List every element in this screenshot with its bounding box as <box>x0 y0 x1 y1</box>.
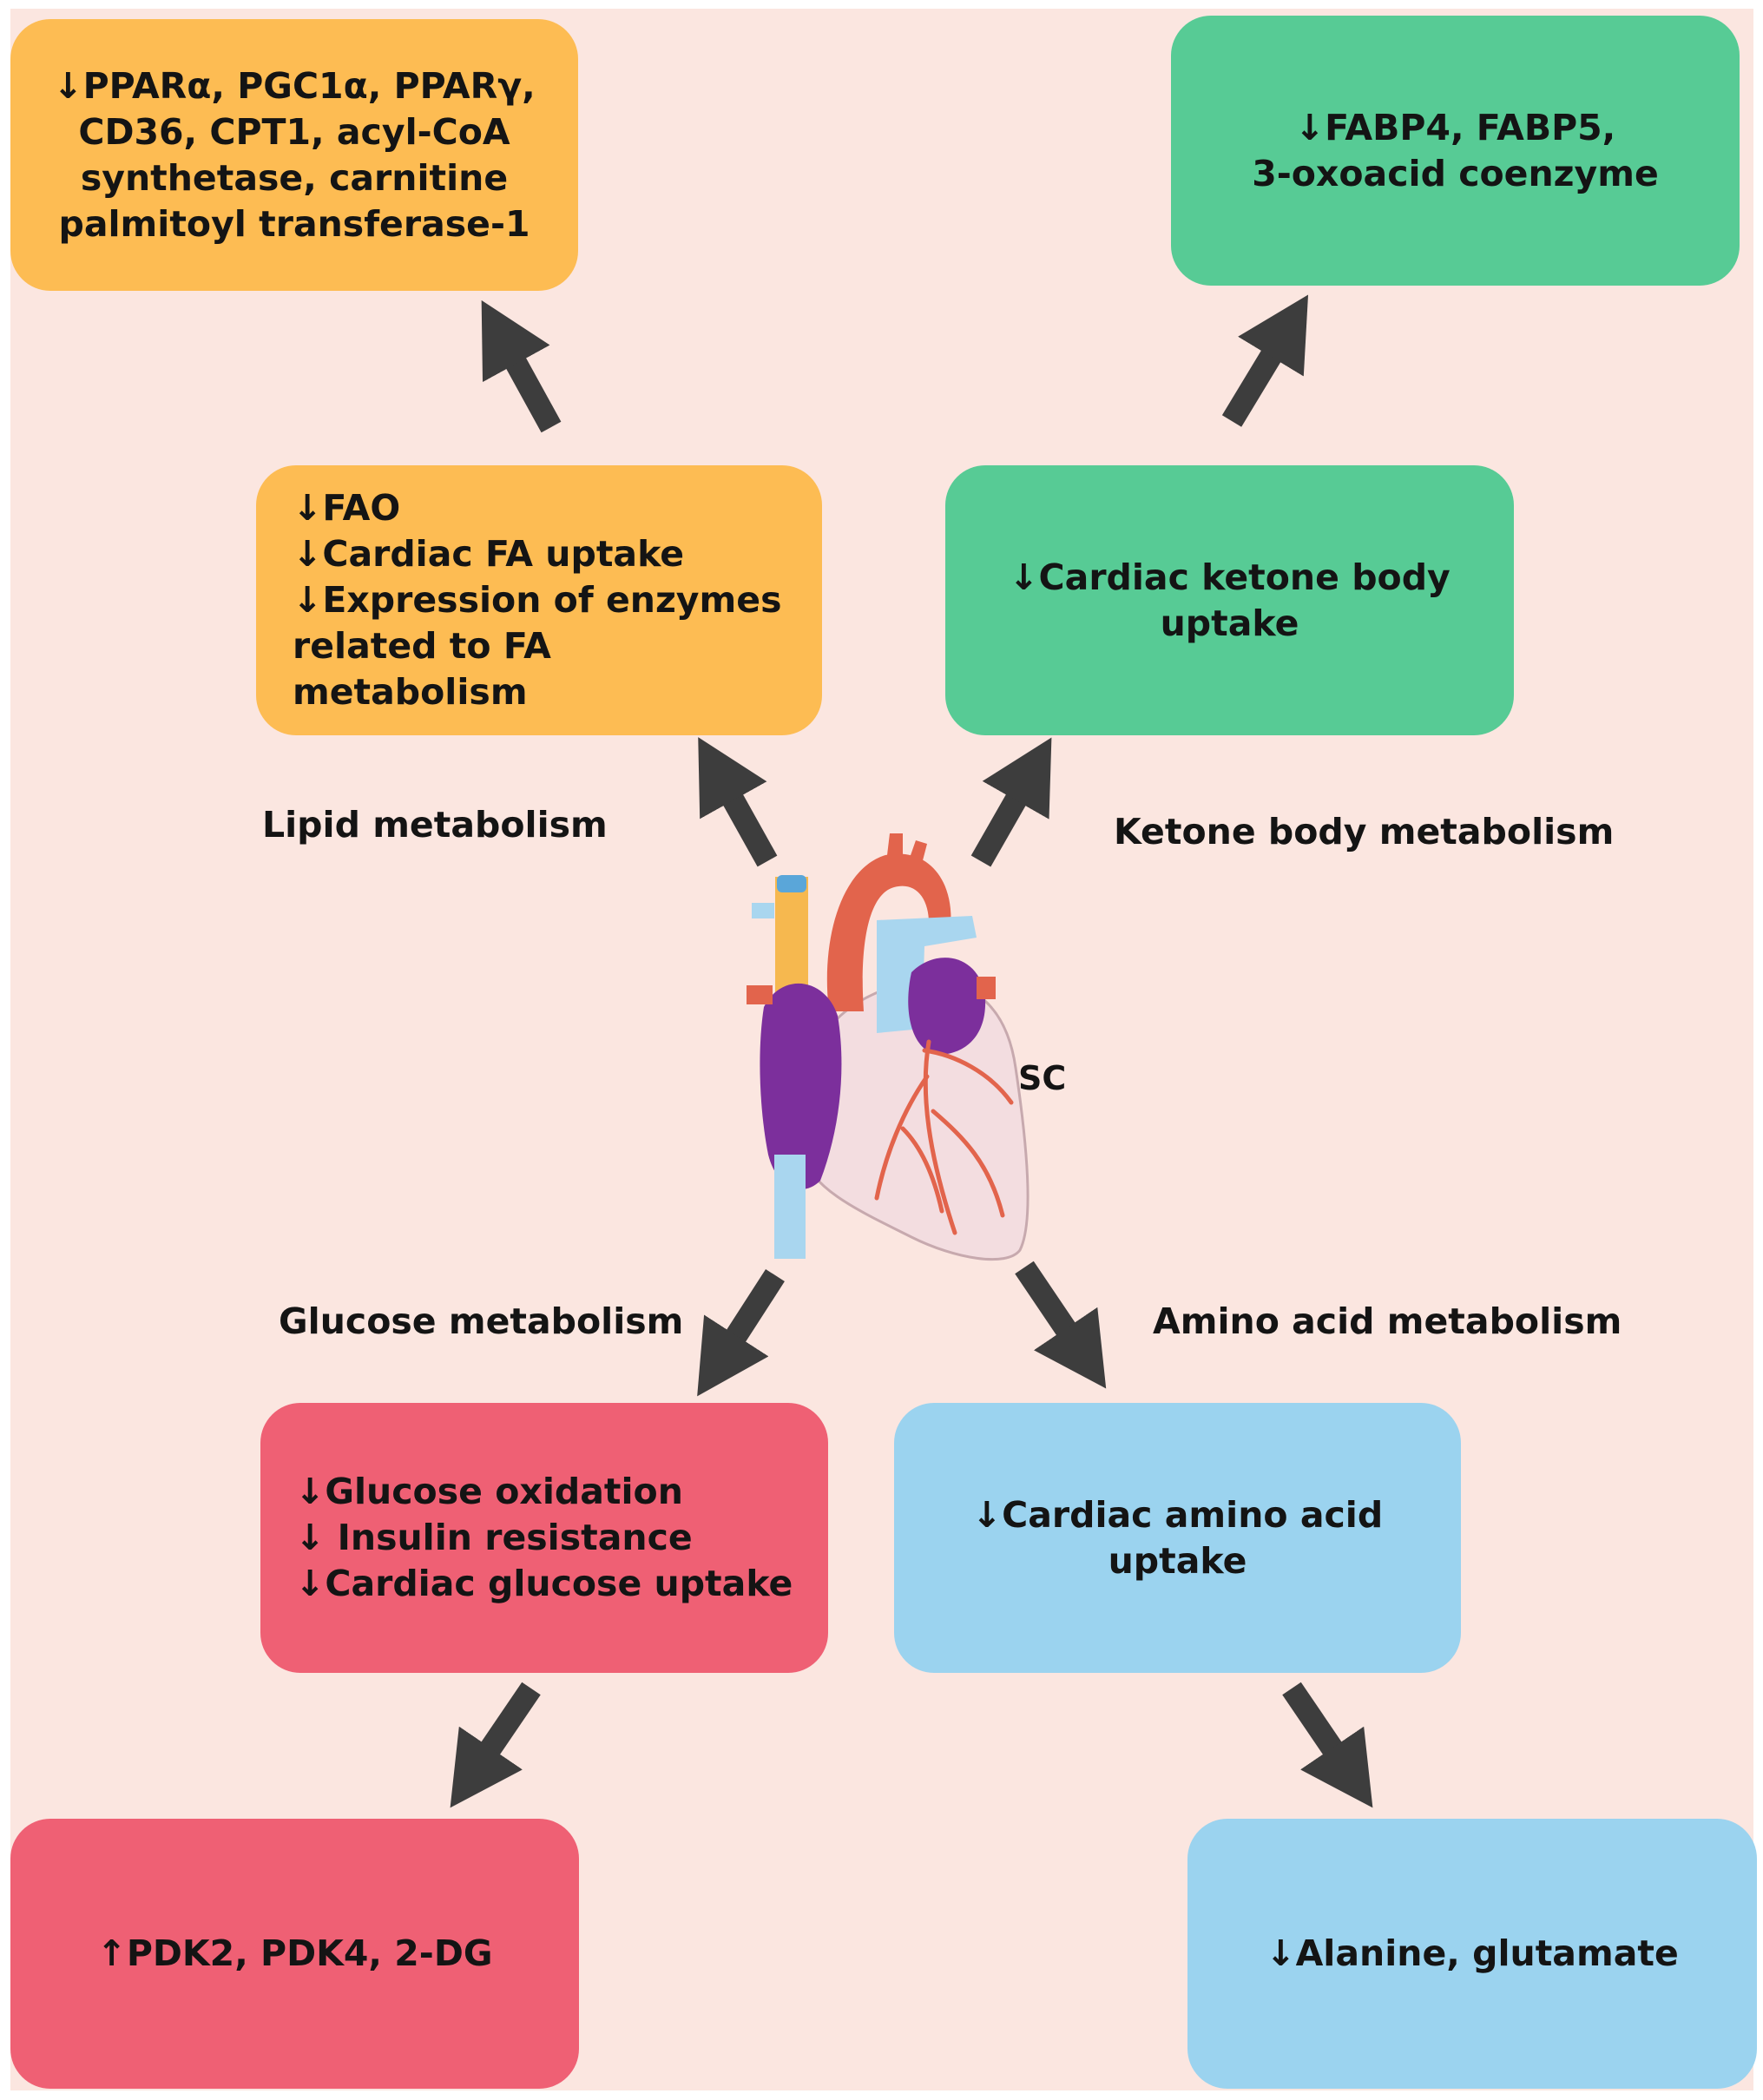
ketone-effects-box: ↓Cardiac ketone body uptake <box>945 465 1514 735</box>
heart-label: SC <box>1018 1059 1067 1097</box>
lipid-metabolism-label: Lipid metabolism <box>262 804 608 846</box>
lipid-genes-text: ↓PPARα, PGC1α, PPARγ, CD36, CPT1, acyl-C… <box>53 64 536 245</box>
lipid-genes-box: ↓PPARα, PGC1α, PPARγ, CD36, CPT1, acyl-C… <box>10 19 578 291</box>
lipid-effects-box: ↓FAO ↓Cardiac FA uptake ↓Expression of e… <box>256 465 822 735</box>
arrow-heart-to-glucose <box>697 1268 785 1397</box>
amino-metabolites-text: ↓Alanine, glutamate <box>1266 1932 1679 1974</box>
glucose-genes-text: ↑PDK2, PDK4, 2-DG <box>96 1932 493 1974</box>
amino-effects-box: ↓Cardiac amino acid uptake <box>894 1403 1461 1673</box>
arrow-heart-to-ketone <box>970 737 1052 867</box>
arrow-heart-to-amino <box>1015 1261 1107 1389</box>
glucose-metabolism-label: Glucose metabolism <box>279 1300 684 1342</box>
glucose-effects-box: ↓Glucose oxidation ↓ Insulin resistance … <box>260 1403 828 1673</box>
amino-metabolism-label: Amino acid metabolism <box>1153 1300 1622 1342</box>
ketone-genes-text: ↓FABP4, FABP5, 3-oxoacid coenzyme <box>1252 106 1659 194</box>
glucose-genes-box: ↑PDK2, PDK4, 2-DG <box>10 1819 579 2089</box>
ketone-effects-text: ↓Cardiac ketone body uptake <box>1009 556 1451 644</box>
lipid-effects-text: ↓FAO ↓Cardiac FA uptake ↓Expression of e… <box>293 487 782 713</box>
amino-metabolites-box: ↓Alanine, glutamate <box>1187 1819 1757 2089</box>
glucose-effects-text: ↓Glucose oxidation ↓ Insulin resistance … <box>295 1471 793 1604</box>
arrow-amino-to-metabolites <box>1282 1682 1373 1808</box>
arrow-heart-to-lipid <box>698 737 778 867</box>
arrow-glucose-to-genes <box>450 1682 541 1808</box>
arrow-ketone-to-genes <box>1221 294 1309 427</box>
ketone-metabolism-label: Ketone body metabolism <box>1114 811 1615 853</box>
amino-effects-text: ↓Cardiac amino acid uptake <box>971 1493 1384 1582</box>
heart-icon <box>747 833 1030 1261</box>
arrow-lipid-to-genes <box>481 300 562 433</box>
ketone-genes-box: ↓FABP4, FABP5, 3-oxoacid coenzyme <box>1171 16 1740 286</box>
